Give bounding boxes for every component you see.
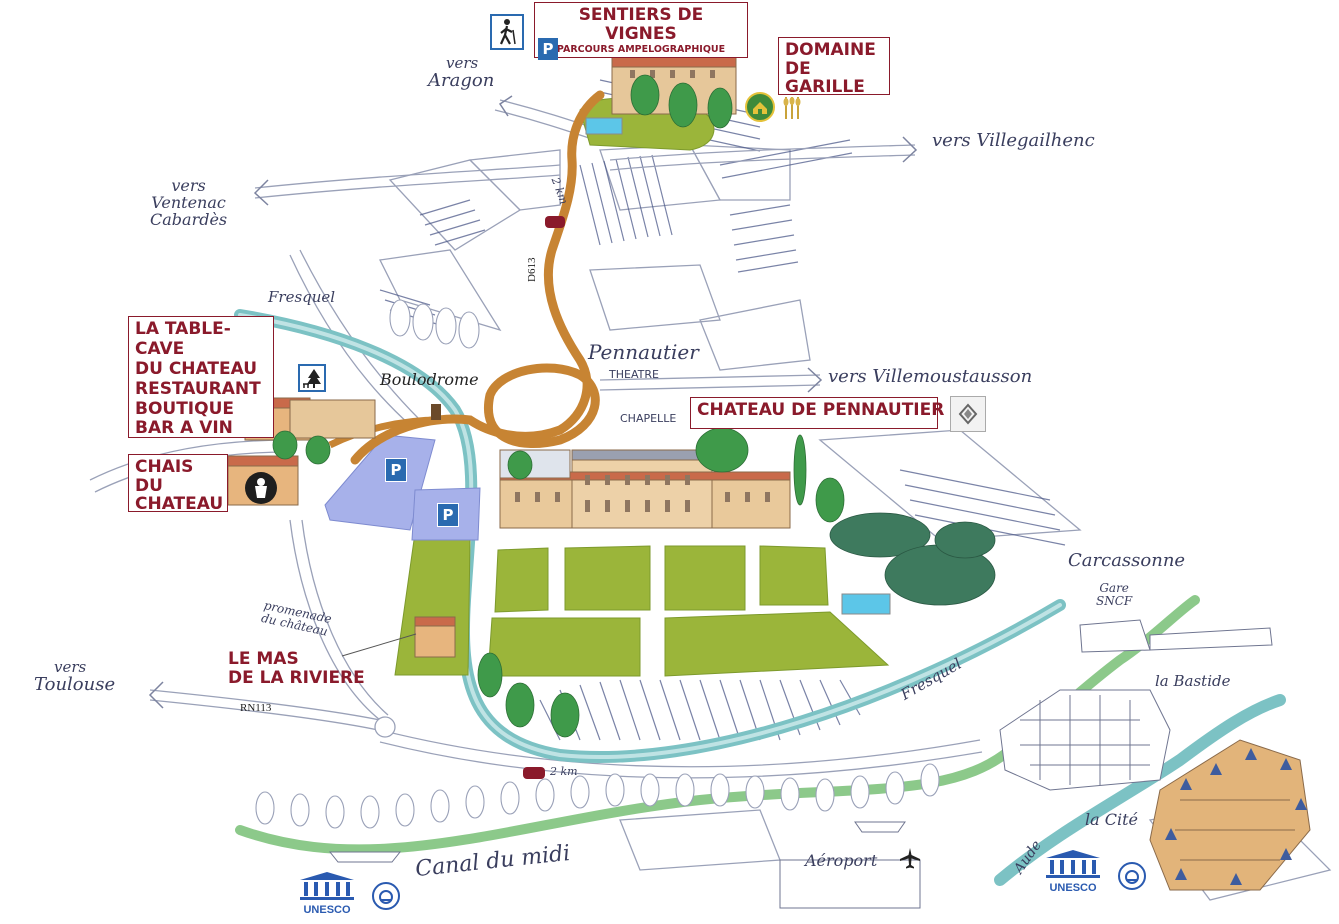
farm-glyph bbox=[753, 102, 767, 114]
world-heritage-icon-left bbox=[372, 882, 400, 910]
sentiers-subtitle: PARCOURS AMPELOGRAPHIQUE bbox=[556, 44, 726, 56]
rn113-label: RN113 bbox=[240, 702, 272, 714]
wheat-icon bbox=[780, 95, 804, 121]
monument-glyph bbox=[958, 403, 978, 425]
sentiers-de-vignes-label[interactable]: SENTIERS DE VIGNES PARCOURS AMPELOGRAPHI… bbox=[534, 2, 748, 58]
wheat-glyph bbox=[783, 97, 801, 119]
vers-ventenac-label: vers Ventenac Cabardès bbox=[150, 176, 228, 229]
vers-villegailhenc-label: vers Villegailhenc bbox=[932, 130, 1095, 151]
wine-tasting-icon[interactable] bbox=[245, 472, 277, 504]
theatre-label: THEATRE bbox=[609, 368, 659, 381]
chateau-de-pennautier-label[interactable]: CHATEAU DE PENNAUTIER bbox=[690, 397, 944, 429]
table-cave-line-5: BAR A VIN bbox=[135, 418, 233, 439]
wine-glyph bbox=[255, 478, 267, 498]
la-cite-label: la Cité bbox=[1085, 810, 1138, 829]
airplane-icon bbox=[898, 846, 922, 870]
chapelle-label: CHAPELLE bbox=[620, 412, 677, 425]
boulodrome-label: Boulodrome bbox=[380, 370, 479, 389]
fresquel-top-label: Fresquel bbox=[268, 288, 336, 306]
gare-sncf-label: Gare SNCF bbox=[1096, 582, 1132, 607]
bienvenue-ferme-badge-icon bbox=[745, 92, 775, 122]
parking-icon-lot-2[interactable]: P bbox=[437, 503, 459, 527]
heritage-glyph-right bbox=[1125, 870, 1139, 884]
mas-line-2: DE LA RIVIERE bbox=[228, 668, 365, 689]
parking-icon-top[interactable]: P bbox=[538, 38, 558, 60]
vers-ventenac-line-1: vers bbox=[171, 176, 206, 195]
mas-line-1: LE MAS bbox=[228, 649, 299, 669]
pennautier-label: Pennautier bbox=[588, 340, 699, 364]
vers-toulouse-label: vers Toulouse bbox=[34, 658, 116, 695]
vers-aragon-label: vers Aragon bbox=[428, 54, 495, 91]
la-bastide-label: la Bastide bbox=[1155, 672, 1231, 690]
chais-du-chateau-label[interactable]: CHAIS DU CHATEAU bbox=[128, 454, 228, 515]
unesco-text-right: UNESCO bbox=[1049, 882, 1097, 894]
table-cave-line-1: LA TABLE-CAVE bbox=[135, 319, 231, 359]
distance-bottom-label: 2 km bbox=[550, 765, 578, 778]
unesco-icon-right: UNESCO bbox=[1042, 848, 1104, 894]
sentiers-title: SENTIERS DE VIGNES bbox=[578, 5, 704, 44]
d613-label: D613 bbox=[526, 257, 538, 282]
vers-ventenac-line-3: Cabardès bbox=[150, 209, 228, 229]
unesco-text-left: UNESCO bbox=[303, 904, 351, 916]
tree-glyph bbox=[303, 369, 321, 388]
hiking-icon[interactable] bbox=[490, 14, 524, 50]
carcassonne-label: Carcassonne bbox=[1068, 550, 1186, 571]
unesco-temple-left bbox=[300, 872, 354, 900]
heritage-glyph-left bbox=[379, 890, 393, 904]
monument-historique-icon bbox=[950, 396, 986, 432]
door-icon bbox=[431, 404, 441, 420]
vers-villemoustausson-label: vers Villemoustausson bbox=[828, 366, 1033, 387]
table-cave-line-4: BOUTIQUE bbox=[135, 398, 235, 419]
table-cave-line-3: RESTAURANT bbox=[135, 378, 261, 399]
table-cave-line-2: DU CHATEAU bbox=[135, 358, 258, 379]
vers-aragon-line-1: vers bbox=[446, 54, 479, 72]
le-mas-de-la-riviere-label[interactable]: LE MAS DE LA RIVIERE bbox=[228, 649, 365, 689]
chais-line-2: CHATEAU bbox=[135, 494, 224, 515]
vers-ventenac-line-2: Ventenac bbox=[151, 192, 226, 212]
world-heritage-icon-right bbox=[1118, 862, 1146, 890]
mas-leader-line bbox=[341, 633, 417, 657]
park-picnic-icon[interactable] bbox=[298, 364, 326, 392]
vers-aragon-line-2: Aragon bbox=[428, 69, 495, 91]
gare-line-2: SNCF bbox=[1096, 593, 1133, 608]
hiker-glyph bbox=[499, 19, 516, 45]
domaine-line-1: DOMAINE bbox=[785, 40, 876, 60]
chais-line-1: CHAIS DU bbox=[135, 457, 194, 496]
domaine-line-2: DE GARILLE bbox=[785, 58, 865, 98]
table-cave-label[interactable]: LA TABLE-CAVE DU CHATEAU RESTAURANT BOUT… bbox=[128, 316, 274, 438]
plane-glyph bbox=[900, 848, 920, 869]
chateau-title: CHATEAU DE PENNAUTIER bbox=[697, 400, 945, 420]
parking-icon-lot-1[interactable]: P bbox=[385, 458, 407, 482]
vers-toulouse-line-2: Toulouse bbox=[34, 673, 116, 695]
domaine-de-garille-label[interactable]: DOMAINE DE GARILLE bbox=[778, 37, 890, 98]
gare-line-1: Gare bbox=[1099, 581, 1129, 595]
unesco-icon-left: UNESCO bbox=[296, 870, 358, 916]
vers-toulouse-line-1: vers bbox=[54, 658, 87, 676]
unesco-temple-right bbox=[1046, 850, 1100, 878]
aeroport-label: Aéroport bbox=[805, 851, 878, 870]
